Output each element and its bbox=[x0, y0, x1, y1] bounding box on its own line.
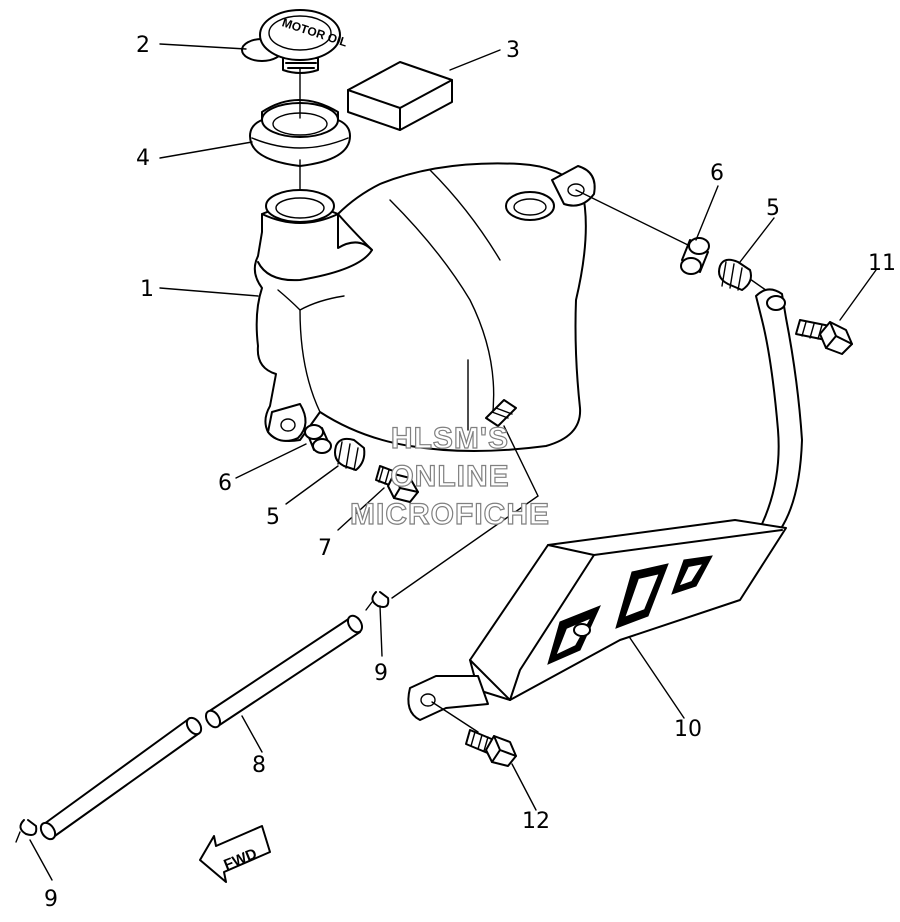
watermark: HLSM'S ONLINE MICROFICHE bbox=[349, 421, 550, 531]
bolt-lower-part bbox=[375, 465, 419, 503]
callout-1: 1 bbox=[140, 277, 154, 302]
callout-5-upper: 5 bbox=[766, 196, 780, 221]
callout-3: 3 bbox=[506, 38, 520, 63]
callout-6-upper: 6 bbox=[710, 161, 724, 186]
callout-8: 8 bbox=[252, 753, 266, 778]
tank-bracket-part bbox=[407, 288, 803, 721]
callout-12: 12 bbox=[522, 809, 550, 834]
bolt-bracket-part bbox=[431, 701, 517, 767]
watermark-line3: MICROFICHE bbox=[350, 498, 550, 531]
callout-11: 11 bbox=[868, 251, 896, 276]
grommet-upper-part bbox=[718, 258, 752, 291]
callout-4: 4 bbox=[136, 146, 150, 171]
oil-tank-part bbox=[253, 162, 596, 452]
forward-arrow-icon: FWD bbox=[199, 825, 271, 883]
collar-upper-part bbox=[680, 237, 710, 275]
filler-seal-part bbox=[249, 99, 351, 167]
callout-6-lower: 6 bbox=[218, 471, 232, 496]
assembly-line-hose bbox=[391, 425, 539, 599]
bolt-upper-part bbox=[795, 319, 853, 355]
oil-hose-part bbox=[39, 614, 364, 841]
foam-block-part bbox=[347, 61, 453, 131]
callout-5-lower: 5 bbox=[266, 505, 280, 530]
oil-cap-part: MOTOR OIL bbox=[241, 9, 349, 74]
watermark-line1: HLSM'S bbox=[391, 422, 509, 455]
callout-numbers: 2 3 4 1 6 5 11 6 5 7 9 8 10 12 9 bbox=[44, 33, 896, 912]
hose-clip-lower-part bbox=[15, 819, 38, 843]
callout-10: 10 bbox=[674, 717, 702, 742]
hose-clip-upper-part bbox=[365, 591, 390, 611]
callout-9-upper: 9 bbox=[374, 661, 388, 686]
leader-lines bbox=[29, 43, 877, 881]
callout-7: 7 bbox=[318, 536, 332, 561]
callout-2: 2 bbox=[136, 33, 150, 58]
collar-lower-part bbox=[304, 424, 332, 454]
grommet-lower-part bbox=[334, 437, 366, 471]
watermark-line2: ONLINE bbox=[390, 460, 509, 493]
callout-9-lower: 9 bbox=[44, 887, 58, 912]
